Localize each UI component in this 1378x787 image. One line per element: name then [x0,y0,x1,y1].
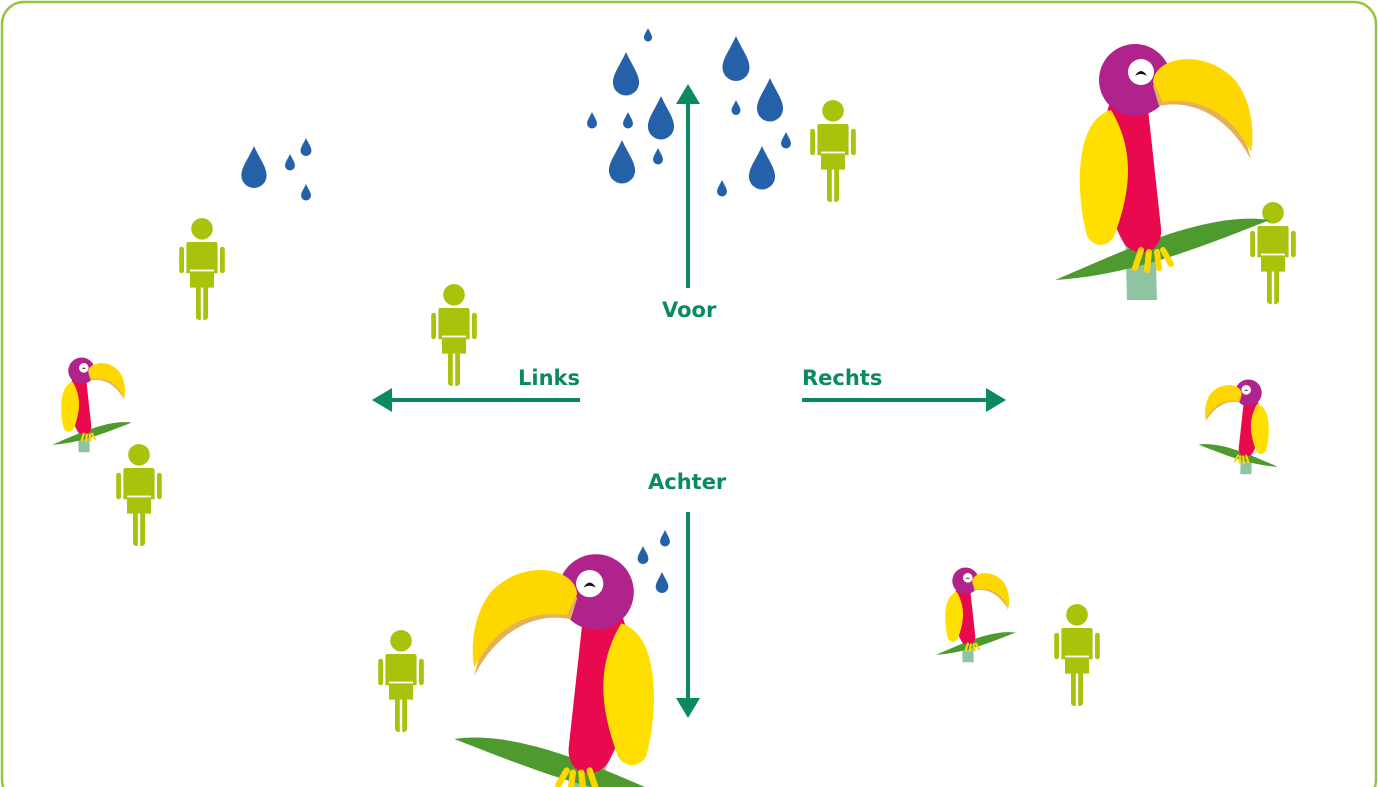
raindrop-icon [722,36,750,81]
raindrop-icon [301,184,311,201]
raindrop-icon [653,148,663,165]
parrot-icon [454,554,680,787]
person-icon [116,444,162,546]
raindrop-icon [647,96,675,140]
raindrop-cluster-left [241,138,312,201]
person-icon [179,218,225,320]
parrot-icon [934,566,1017,664]
person-icon [810,100,856,202]
raindrop-icon [241,146,267,188]
raindrop-cluster-back [637,530,670,593]
raindrop-icon [623,112,633,129]
person-icon [1054,604,1100,706]
arrow-back [676,512,700,718]
parrot-icon [50,356,133,454]
person-icon [1250,202,1296,304]
raindrop-icon [660,530,670,547]
label-front: Voor [662,298,717,322]
parrot-icon [1055,44,1270,300]
raindrop-icon [655,572,669,593]
label-back: Achter [648,470,727,494]
arrow-front [676,84,700,288]
raindrop-icon [300,138,312,156]
raindrop-icon [756,78,784,122]
raindrop-icon [637,546,649,564]
person-icon [378,630,424,732]
raindrop-icon [643,28,653,42]
raindrop-icon [612,52,640,96]
label-right: Rechts [802,366,883,390]
raindrop-icon [285,154,295,171]
arrow-right [802,388,1006,412]
raindrop-icon [717,180,727,197]
raindrop-icon [748,146,776,190]
raindrop-icon [587,112,597,129]
arrow-left [372,388,580,412]
label-left: Links [518,366,580,390]
parrot-icon [1197,378,1280,476]
raindrop-icon [781,132,791,149]
person-icon [431,284,477,386]
raindrop-icon [731,100,741,115]
raindrop-icon [608,140,636,184]
